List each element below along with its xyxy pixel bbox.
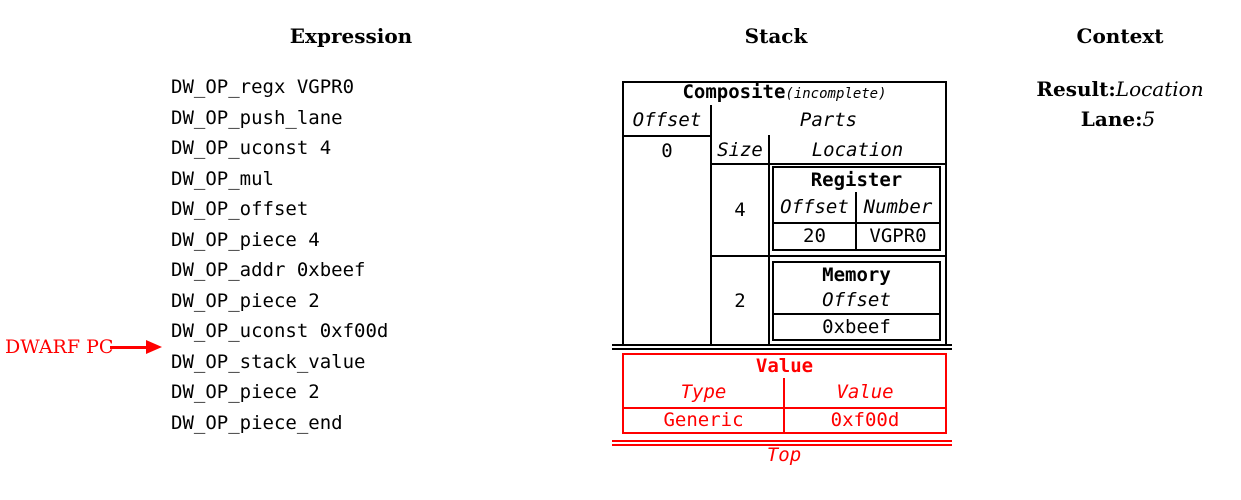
composite-offset-value: 0	[661, 139, 673, 162]
expression-opcode-list: DW_OP_regx VGPR0 DW_OP_push_lane DW_OP_u…	[171, 72, 388, 438]
stack-column-heading: Stack	[744, 24, 808, 48]
offset-header-rule	[624, 135, 710, 137]
context-lane-line: Lane:5	[1080, 107, 1156, 131]
composite-parts-header: Parts	[799, 108, 858, 131]
opcode-piece-end: DW_OP_piece_end	[171, 411, 343, 434]
expression-column-heading: Expression	[289, 24, 413, 48]
parts-size-header: Size	[717, 138, 763, 161]
stack-top-separator	[612, 440, 952, 446]
opcode-offset: DW_OP_offset	[171, 198, 309, 220]
register-title: Register	[810, 168, 903, 191]
dwarf-pc-label: DWARF PC	[5, 336, 114, 358]
memory-title: Memory	[822, 263, 891, 286]
memory-header-rule	[774, 313, 939, 315]
part2-size: 2	[734, 290, 746, 312]
value-type-cell: Generic	[663, 409, 744, 431]
composite-offset-header: Offset	[632, 108, 702, 131]
value-type-header: Type	[680, 381, 727, 403]
memory-offset-value: 0xbeef	[822, 315, 891, 338]
opcode-uconst-f00d: DW_OP_uconst 0xf00d	[171, 320, 389, 342]
stack-top-label: Top	[766, 444, 802, 466]
value-column-divider	[783, 378, 785, 432]
size-location-header-rule	[710, 163, 945, 165]
offset-parts-divider	[710, 105, 712, 346]
result-label: Result:	[1036, 77, 1116, 101]
parts-location-header: Location	[811, 138, 904, 161]
context-column-heading: Context	[1076, 24, 1164, 48]
memory-location-box: Memory Offset 0xbeef	[772, 261, 941, 341]
composite-incomplete-note: (incomplete)	[785, 86, 887, 102]
composite-title-row: Composite(incomplete)	[624, 83, 945, 107]
size-location-divider	[768, 135, 770, 346]
opcode-regx: DW_OP_regx VGPR0	[171, 76, 355, 98]
part1-size: 4	[734, 198, 746, 221]
opcode-uconst-4: DW_OP_uconst 4	[171, 137, 332, 159]
register-location-box: Register Offset Number 20 VGPR0	[772, 166, 941, 251]
dwarf-pc-arrow-icon	[146, 340, 162, 354]
dwarf-pc-arrow-line	[110, 346, 147, 349]
opcode-addr: DW_OP_addr 0xbeef	[171, 259, 366, 281]
value-header-rule	[624, 407, 945, 409]
register-column-divider	[855, 192, 857, 249]
register-offset-header: Offset	[780, 195, 849, 218]
opcode-push-lane: DW_OP_push_lane	[171, 106, 343, 129]
opcode-piece-2b: DW_OP_piece 2	[171, 381, 320, 403]
result-value: Location	[1115, 77, 1204, 101]
value-value-header: Value	[836, 381, 894, 403]
stack-composite-table: Composite(incomplete) Offset Parts 0 Siz…	[622, 81, 947, 346]
stack-entry-separator	[612, 344, 952, 350]
stack-value-table: Value Type Value Generic 0xf00d	[622, 353, 947, 434]
composite-title: Composite	[682, 81, 786, 103]
value-value-cell: 0xf00d	[830, 409, 900, 431]
opcode-piece-4: DW_OP_piece 4	[171, 228, 320, 251]
register-number-value: VGPR0	[869, 225, 927, 247]
context-result-line: Result:Location	[1036, 77, 1204, 101]
register-offset-value: 20	[803, 225, 826, 247]
lane-label: Lane:	[1080, 107, 1143, 131]
lane-value: 5	[1142, 107, 1156, 131]
memory-offset-header: Offset	[822, 288, 891, 311]
opcode-mul: DW_OP_mul	[171, 167, 274, 190]
register-number-header: Number	[863, 195, 933, 218]
opcode-piece-2a: DW_OP_piece 2	[171, 289, 320, 312]
part-row-separator	[710, 255, 945, 257]
value-title: Value	[755, 355, 814, 377]
register-header-rule	[774, 222, 939, 224]
opcode-stack-value: DW_OP_stack_value	[171, 350, 366, 373]
